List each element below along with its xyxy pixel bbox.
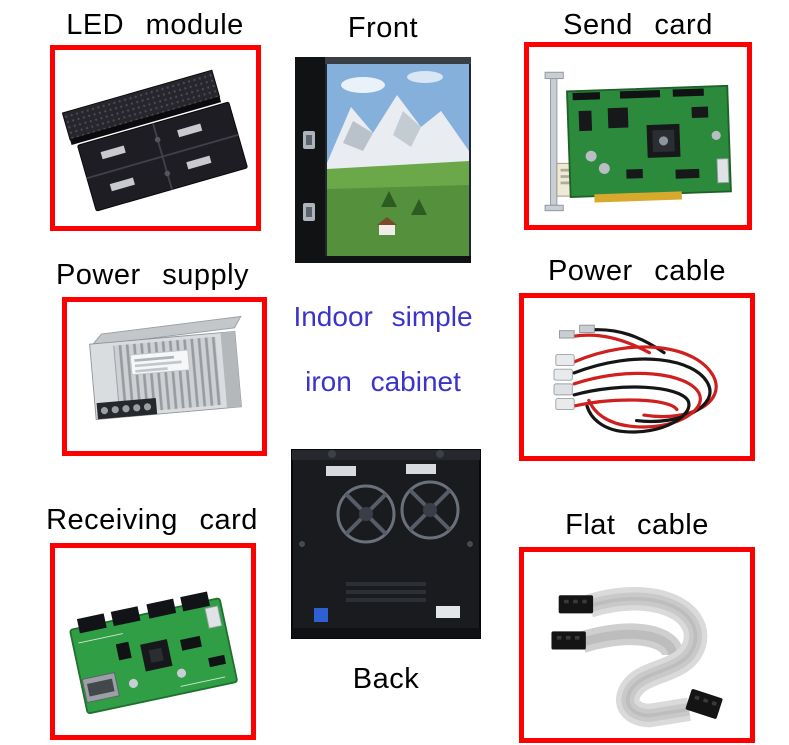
receiving-card-photo-box <box>50 543 256 740</box>
send-card-photo <box>544 71 732 212</box>
back-cabinet-photo-wrap <box>288 440 484 646</box>
power-supply-photo <box>89 315 242 420</box>
label-send-card: Send card <box>563 9 713 41</box>
flat-cable-photo <box>551 587 723 728</box>
front-cabinet-photo-wrap <box>293 55 473 265</box>
caption-line-2: iron cabinet <box>305 366 461 397</box>
label-power-cable: Power cable <box>547 255 727 287</box>
flat-cable-photo-box <box>519 547 755 743</box>
label-back: Back <box>352 663 420 695</box>
back-cabinet-photo <box>291 449 481 639</box>
label-led-module: LED module <box>66 9 244 41</box>
power-supply-photo-box <box>62 297 267 456</box>
label-receiving-card: Receiving card <box>46 504 258 536</box>
label-front: Front <box>347 12 419 44</box>
power-cable-photo <box>553 324 718 434</box>
led-module-photo-box <box>50 45 261 231</box>
power-cable-photo-box <box>519 293 755 461</box>
led-module-photo <box>62 69 248 212</box>
label-flat-cable: Flat cable <box>565 509 709 541</box>
front-cabinet-photo <box>295 57 471 263</box>
label-power-supply: Power supply <box>55 259 250 291</box>
send-card-photo-box <box>524 42 752 230</box>
receiving-card-photo <box>69 591 238 715</box>
caption-line-1: Indoor simple <box>293 301 473 332</box>
